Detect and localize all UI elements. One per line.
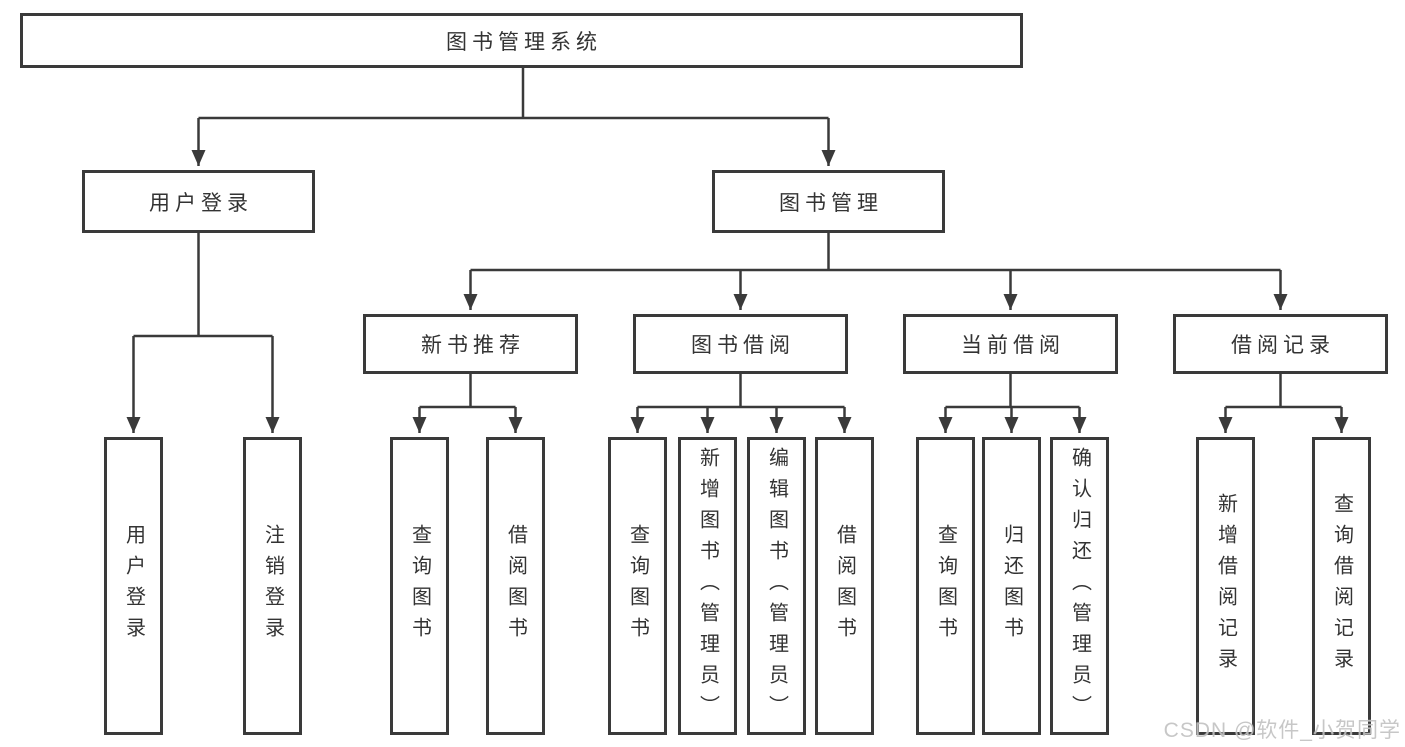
node-library-management-system: 图书管理系统 (20, 13, 1023, 68)
node-new-book-recommendation: 新书推荐 (363, 314, 578, 374)
leaf-confirm-return-admin: 确认归还（管理员） (1050, 437, 1109, 735)
leaf-label: 查询借阅记录 (1330, 493, 1353, 679)
node-book-management: 图书管理 (712, 170, 945, 233)
leaf-query-books-borrow: 查询图书 (608, 437, 667, 735)
leaf-label: 新增借阅记录 (1214, 493, 1237, 679)
leaf-borrow-books: 借阅图书 (815, 437, 874, 735)
leaf-label: 确认归还（管理员） (1068, 446, 1091, 726)
leaf-label: 编辑图书（管理员） (765, 446, 788, 726)
leaf-label: 查询图书 (408, 524, 431, 648)
node-current-borrowing: 当前借阅 (903, 314, 1118, 374)
leaf-label: 注销登录 (261, 524, 284, 648)
leaf-query-borrow-record: 查询借阅记录 (1312, 437, 1371, 735)
leaf-add-books-admin: 新增图书（管理员） (678, 437, 737, 735)
node-user-login: 用户登录 (82, 170, 315, 233)
leaf-label: 新增图书（管理员） (696, 446, 719, 726)
leaf-query-books-current: 查询图书 (916, 437, 975, 735)
node-borrowing-records: 借阅记录 (1173, 314, 1388, 374)
leaf-label: 查询图书 (934, 524, 957, 648)
leaf-label: 借阅图书 (504, 524, 527, 648)
csdn-watermark: CSDN @软件_小贺同学 (1163, 719, 1401, 742)
leaf-query-books-recommend: 查询图书 (390, 437, 449, 735)
leaf-add-borrow-record: 新增借阅记录 (1196, 437, 1255, 735)
node-book-borrowing: 图书借阅 (633, 314, 848, 374)
leaf-borrow-books-recommend: 借阅图书 (486, 437, 545, 735)
leaf-label: 用户登录 (122, 524, 145, 648)
leaf-label: 归还图书 (1000, 524, 1023, 648)
leaf-logout: 注销登录 (243, 437, 302, 735)
leaf-user-login: 用户登录 (104, 437, 163, 735)
leaf-return-books: 归还图书 (982, 437, 1041, 735)
leaf-edit-books-admin: 编辑图书（管理员） (747, 437, 806, 735)
leaf-label: 查询图书 (626, 524, 649, 648)
leaf-label: 借阅图书 (833, 524, 856, 648)
